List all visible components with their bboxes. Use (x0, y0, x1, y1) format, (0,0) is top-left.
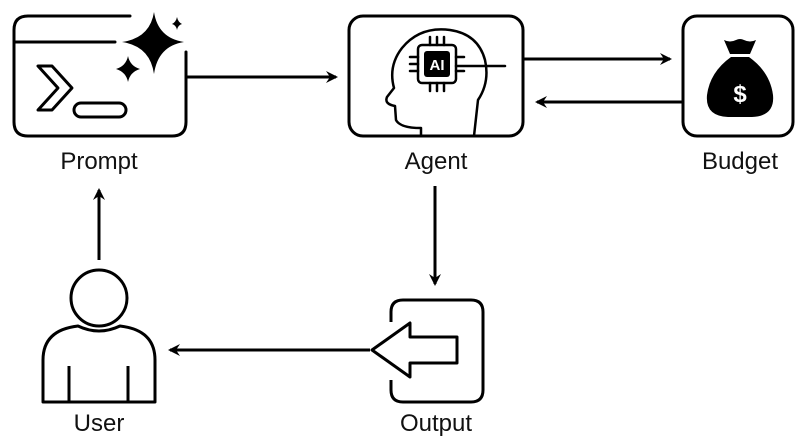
output-arrow-icon (370, 298, 485, 404)
sparkle-icon (116, 12, 184, 82)
ai-chip (424, 51, 450, 77)
agent-node[interactable]: AI (347, 14, 525, 138)
ai-head-icon (385, 28, 507, 138)
user-label: User (73, 410, 125, 437)
output-label: Output (399, 410, 473, 437)
output-node[interactable] (370, 298, 485, 404)
terminal-sparkle-icon (12, 14, 188, 138)
edges (93, 53, 682, 356)
prompt-node[interactable] (12, 12, 188, 138)
ai-chip-text: AI (430, 57, 445, 74)
dollar-sign: $ (733, 81, 747, 108)
user-icon (41, 268, 157, 404)
budget-node[interactable]: $ (681, 14, 795, 138)
user-node[interactable] (41, 268, 157, 404)
budget-label: Budget (701, 148, 779, 175)
money-bag-icon (706, 39, 774, 117)
prompt-label: Prompt (60, 148, 138, 175)
agent-label: Agent (404, 148, 468, 175)
